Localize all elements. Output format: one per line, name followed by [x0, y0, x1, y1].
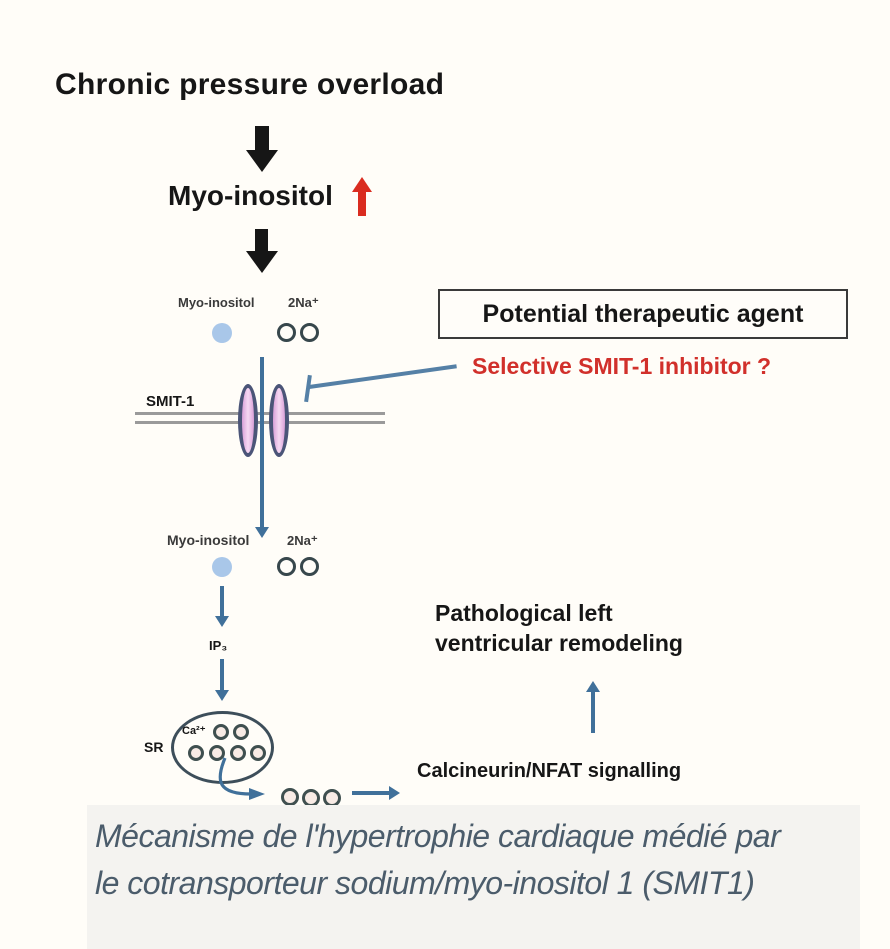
caption-line: le cotransporteur sodium/myo-inositol 1 …	[95, 865, 755, 901]
myo-inositol-molecule	[212, 557, 232, 577]
outcome-line1: Pathological left	[435, 600, 613, 626]
sodium-ion	[277, 323, 296, 342]
transport-arrow	[260, 357, 264, 529]
therapeutic-agent-box: Potential therapeutic agent	[438, 289, 848, 339]
myo-inositol-molecule	[212, 323, 232, 343]
outcome-line2: ventricular remodeling	[435, 630, 683, 656]
diagram-title: Chronic pressure overload	[55, 68, 445, 101]
calcium-ion	[188, 745, 204, 761]
calcium-ion	[233, 724, 249, 740]
calcineurin-label: Calcineurin/NFAT signalling	[417, 760, 682, 782]
smit1-label: SMIT-1	[146, 393, 195, 410]
substrate-label-bottom: Myo-inositol	[167, 532, 250, 548]
sodium-ion	[300, 557, 319, 576]
ip3-label: IP₃	[209, 638, 228, 653]
transport-arrowhead-icon	[255, 527, 269, 538]
sr-label: SR	[144, 739, 164, 755]
inhibitor-label: Selective SMIT-1 inhibitor ?	[472, 353, 772, 379]
smit1-transporter-subunit	[238, 384, 258, 457]
sodium-ion	[300, 323, 319, 342]
smit1-transporter-subunit	[269, 384, 289, 457]
sodium-label-top: 2Na⁺	[288, 295, 319, 310]
sodium-label-bottom: 2Na⁺	[287, 533, 318, 548]
substrate-label-top: Myo-inositol	[178, 295, 255, 310]
calcium-ion	[209, 745, 225, 761]
ca-release-arrow	[218, 757, 265, 800]
outcome-label: Pathological left ventricular remodeling	[435, 598, 683, 658]
sodium-ion	[277, 557, 296, 576]
calcium-ion	[230, 745, 246, 761]
inhibition-t-bar	[304, 374, 312, 403]
calcium-label: Ca²⁺	[182, 725, 206, 737]
figure-caption-panel: Mécanisme de l'hypertrophie cardiaque mé…	[87, 805, 860, 949]
calcium-ion	[250, 745, 266, 761]
calcium-ion	[281, 788, 299, 806]
inhibition-line	[308, 364, 457, 389]
myo-inositol-flow-label: Myo-inositol	[168, 180, 333, 211]
calcium-ion	[213, 724, 229, 740]
caption-line: Mécanisme de l'hypertrophie cardiaque mé…	[95, 818, 781, 854]
